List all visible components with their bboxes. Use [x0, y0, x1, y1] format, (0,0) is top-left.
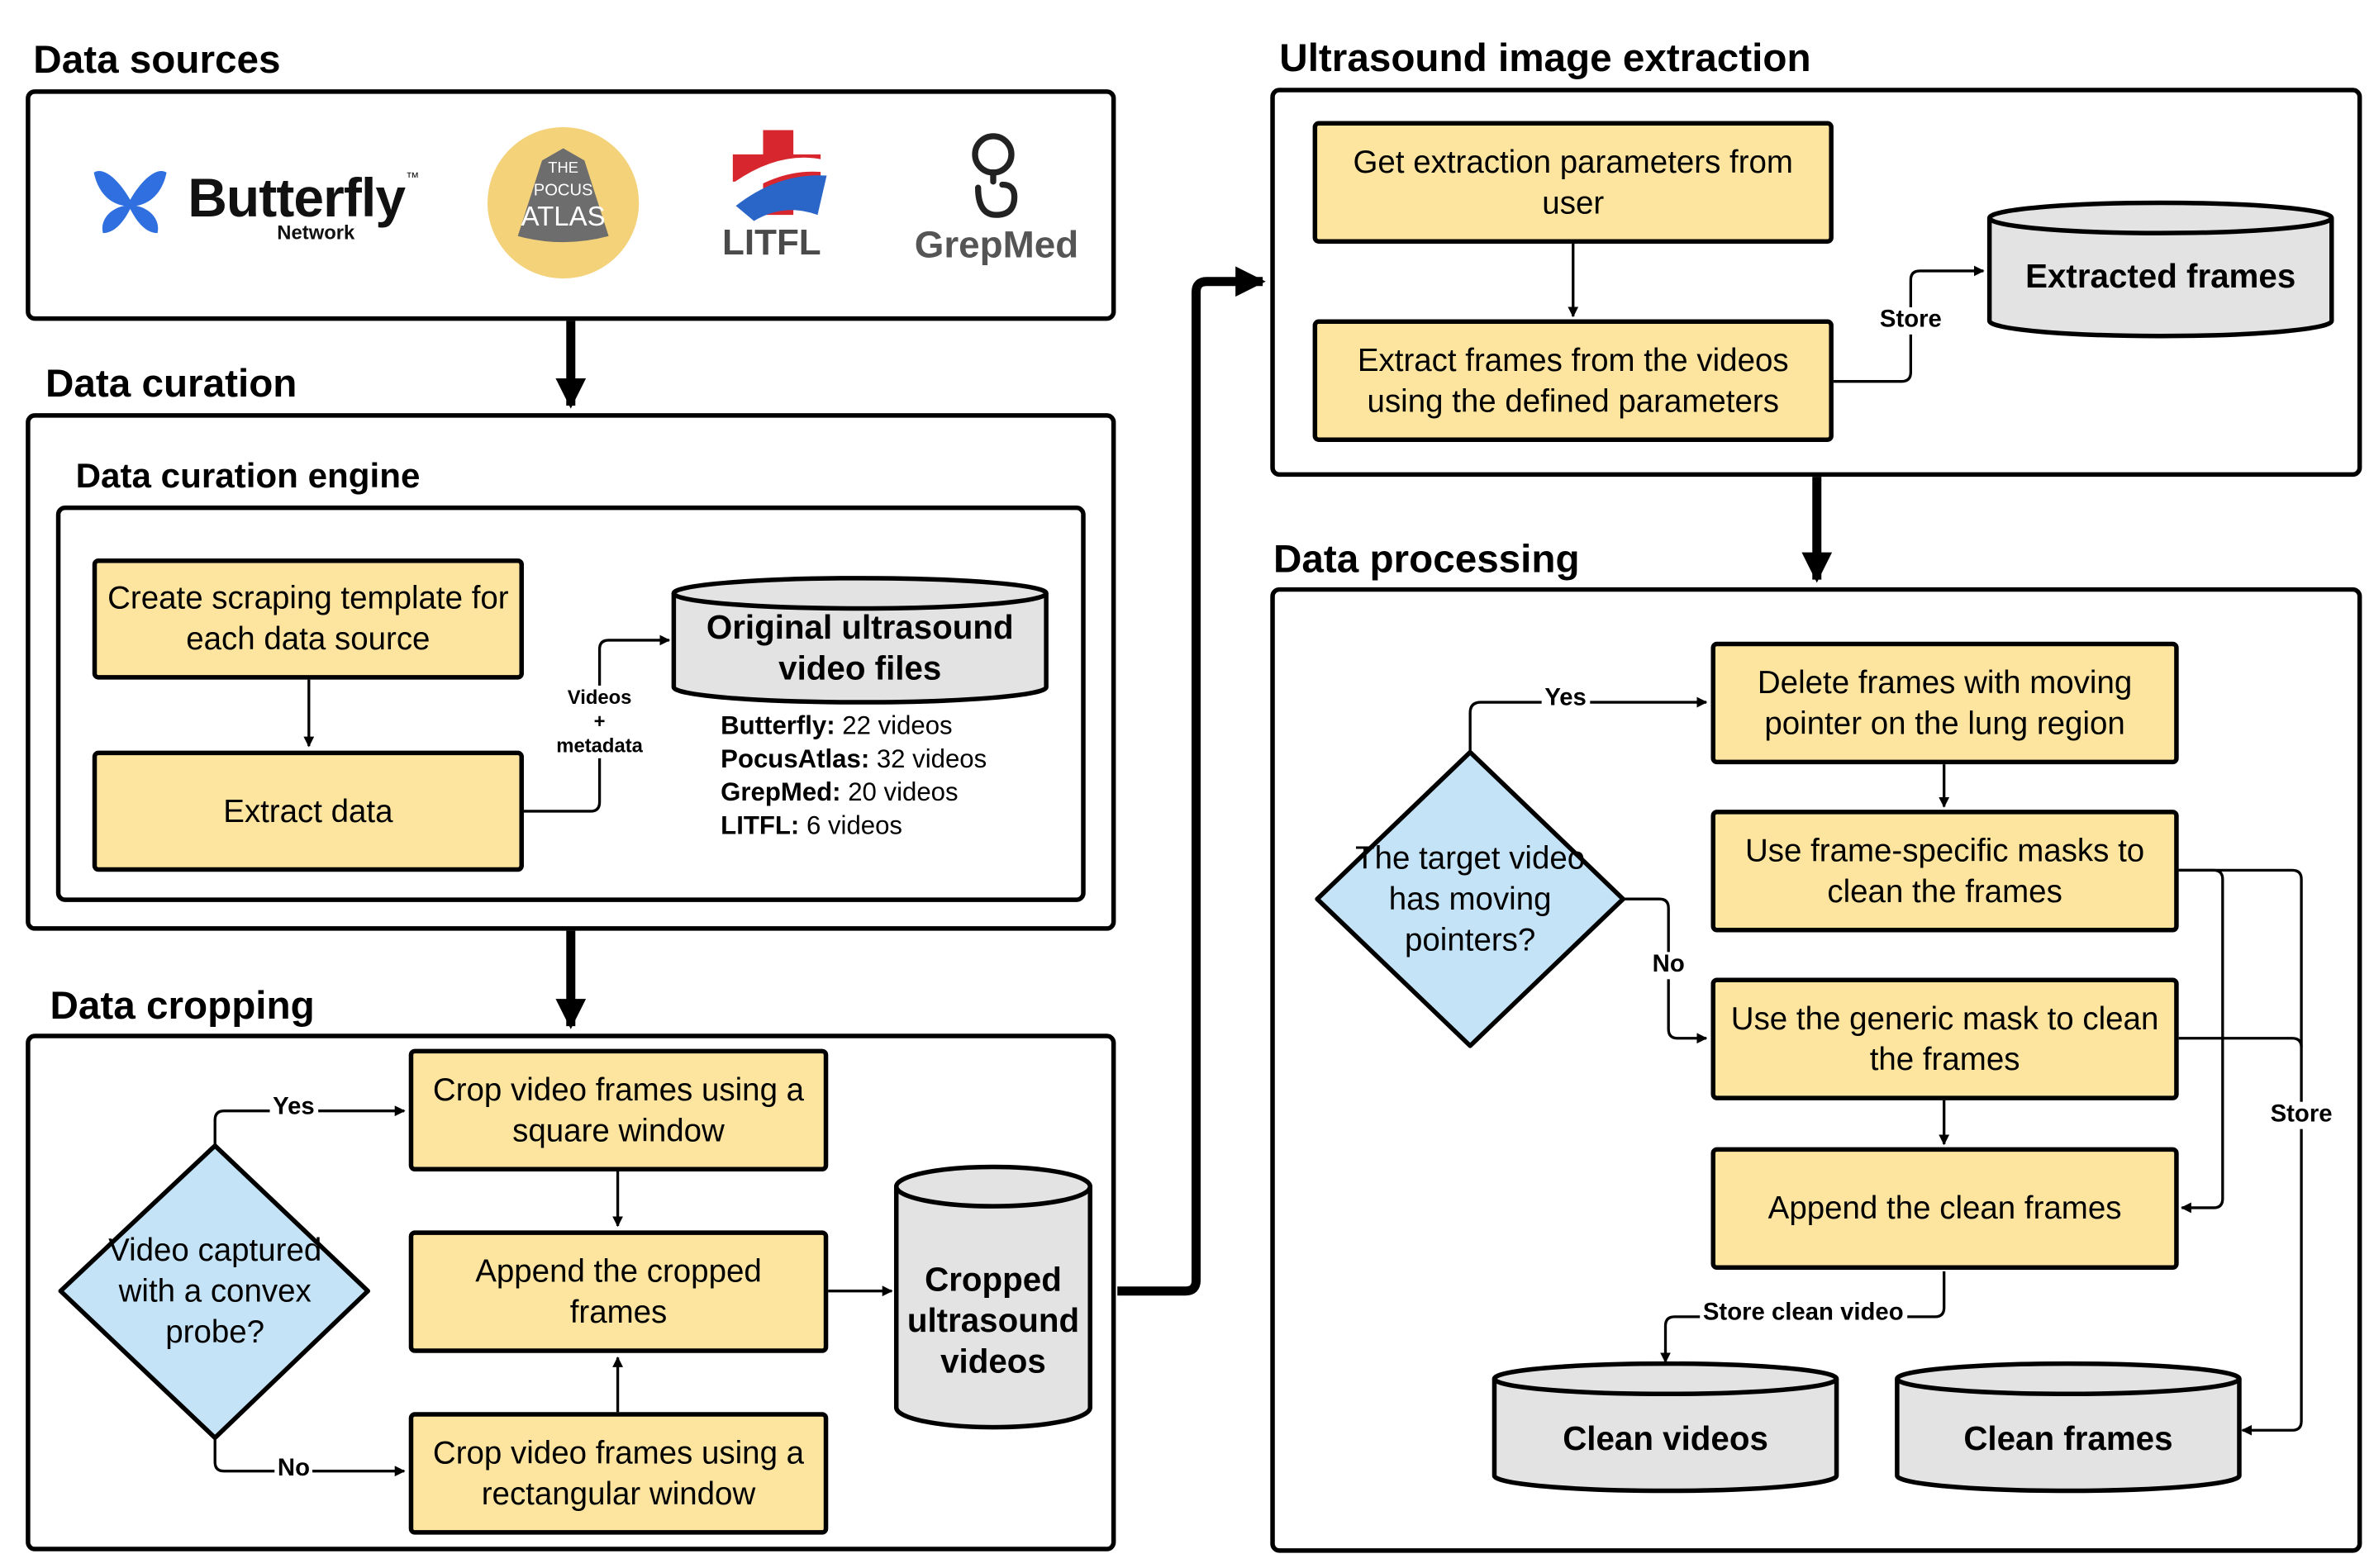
proc-decision-diamond [1315, 749, 1625, 1048]
pocus-line1: THE [548, 160, 578, 178]
data-curation-title: Data curation [45, 360, 297, 406]
edge-generic-store [2178, 1037, 2303, 1048]
extracted-frames-label: Extracted frames [2025, 257, 2296, 296]
butterfly-sub: Network [277, 221, 355, 244]
extracted-frames-cylinder [1986, 200, 2334, 339]
ultrasound-extraction-title: Ultrasound image extraction [1279, 35, 1811, 81]
frame-masks-box: Use frame-specific masks to clean the fr… [1710, 810, 2179, 933]
extract-frames-box: Extract frames from the videos using the… [1312, 319, 1834, 442]
clean-frames-label: Clean frames [1963, 1419, 2173, 1458]
butterfly-logo: Butterfly ™ Network [91, 164, 431, 249]
data-cropping-title: Data cropping [50, 981, 315, 1028]
pocus-atlas-icon [517, 148, 609, 243]
original-files-label: Original ultrasound video files [706, 608, 1014, 687]
append-clean-box: Append the clean frames [1710, 1147, 2179, 1271]
pocus-line3: ATLAS [521, 201, 606, 232]
extract-store-label: Store [1877, 306, 1945, 335]
get-params-box: Get extraction parameters from user [1312, 121, 1834, 244]
crop-decision-label: Video captured with a convex probe? [108, 1233, 322, 1350]
extract-data-box: Extract data [92, 750, 524, 872]
edge-label-videos-metadata: Videos + metadata [543, 685, 656, 758]
data-sources-title: Data sources [33, 36, 281, 82]
count-row: PocusAtlas: 32 videos [721, 744, 987, 774]
count-row: LITFL: 6 videos [721, 810, 902, 840]
proc-decision-label: The target video has moving pointers? [1355, 840, 1586, 957]
count-row: GrepMed: 20 videos [721, 777, 959, 807]
pocus-line2: POCUS [533, 181, 593, 200]
proc-yes-label: Yes [1541, 685, 1590, 713]
grepmed-logo: GrepMed [908, 131, 1090, 273]
crop-rect-box: Crop video frames using a rectangular wi… [408, 1412, 829, 1535]
proc-no-label: No [1648, 952, 1688, 980]
create-template-box: Create scraping template for each data s… [92, 558, 524, 680]
crop-square-box: Crop video frames using a square window [408, 1048, 829, 1171]
butterfly-icon [93, 170, 167, 234]
original-files-cylinder [671, 576, 1049, 705]
edge-crop-yes [213, 1105, 406, 1146]
crop-yes-label: Yes [269, 1094, 318, 1122]
count-row: Butterfly: 22 videos [721, 711, 953, 740]
crop-decision-diamond [58, 1143, 370, 1441]
proc-store-label: Store [2267, 1101, 2336, 1129]
store-clean-video-label: Store clean video [1700, 1300, 1907, 1328]
crop-no-label: No [274, 1456, 313, 1484]
litfl-cross-icon [726, 130, 827, 221]
delete-frames-box: Delete frames with moving pointer on the… [1710, 641, 2179, 765]
generic-mask-box: Use the generic mask to clean the frames [1710, 977, 2179, 1100]
litfl-logo: LITFL [718, 127, 840, 267]
edge-masks-store [2178, 868, 2303, 1436]
edge-crop-no [213, 1437, 406, 1477]
grepmed-name: GrepMed [914, 224, 1079, 267]
litfl-name: LITFL [722, 222, 821, 264]
append-cropped-box: Append the cropped frames [408, 1230, 829, 1353]
cropped-videos-cylinder [893, 1164, 1093, 1430]
clean-frames-cylinder [1895, 1361, 2242, 1494]
cropped-videos-label: Cropped ultrasound videos [906, 1260, 1080, 1380]
clean-videos-cylinder [1491, 1361, 1839, 1494]
edge-proc-yes [1468, 696, 1708, 753]
butterfly-name: Butterfly [188, 166, 406, 229]
stethoscope-icon [972, 133, 1018, 218]
edge-cropping-to-extraction [1117, 266, 1266, 1296]
pocus-atlas-logo: THE POCUS ATLAS [488, 126, 640, 279]
original-files-counts: Butterfly: 22 videos PocusAtlas: 32 vide… [721, 710, 987, 843]
butterfly-tm: ™ [406, 169, 420, 185]
data-processing-title: Data processing [1273, 535, 1580, 582]
clean-videos-label: Clean videos [1563, 1419, 1768, 1458]
data-curation-engine-title: Data curation engine [75, 455, 421, 496]
